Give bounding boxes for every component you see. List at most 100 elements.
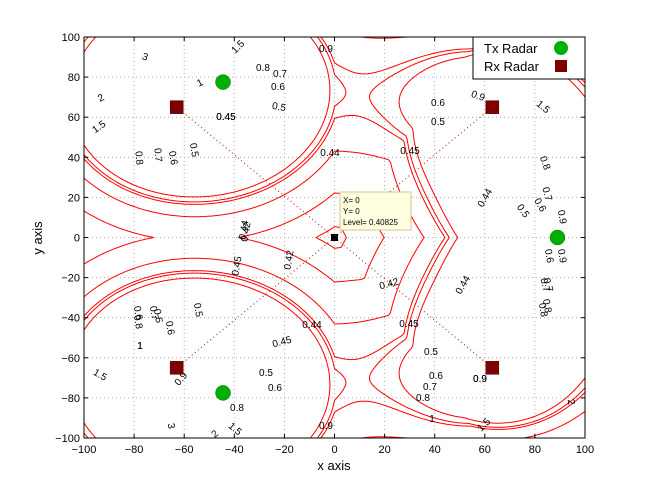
contour-label: 0.42	[378, 277, 400, 293]
contour-label: 0.9	[473, 374, 487, 385]
contour-label: 0.6	[166, 150, 179, 166]
datatip-x: X= 0	[343, 196, 360, 205]
contour-label: 0.5	[151, 308, 164, 324]
contour-line-0.44	[84, 37, 585, 438]
contour-label: 0.9	[319, 421, 333, 432]
legend-tx-marker	[554, 41, 568, 55]
contour-lines	[84, 37, 585, 438]
tx-radar-marker	[215, 74, 231, 90]
y-tick-label: 40	[68, 152, 80, 164]
contour-label: 0.44	[237, 219, 251, 241]
y-tick-label: −80	[61, 393, 80, 405]
contour-label: 0.9	[469, 89, 486, 104]
x-tick-label: −100	[72, 444, 97, 456]
contour-label: 0.9	[319, 44, 333, 55]
y-tick-label: 80	[68, 72, 80, 84]
x-tick-label: 60	[479, 444, 491, 456]
contour-label: 0.8	[256, 63, 270, 74]
contour-label: 2	[96, 92, 107, 105]
contour-label: 0.5	[259, 368, 273, 379]
x-tick-label: 80	[529, 444, 541, 456]
contour-label: 3	[140, 51, 149, 63]
contour-label: 0.7	[147, 305, 160, 321]
contour-label: 1	[195, 77, 205, 90]
datatip-y: Y= 0	[343, 207, 360, 216]
contour-label: 0.6	[271, 82, 285, 93]
x-tick-label: −60	[175, 444, 194, 456]
contour-label: 0.45	[400, 146, 420, 157]
y-tick-label: −40	[61, 313, 80, 325]
contour-label: 0.8	[540, 298, 553, 314]
x-tick-label: 40	[429, 444, 441, 456]
contour-label: 0.6	[542, 248, 555, 264]
x-tick-label: −40	[225, 444, 244, 456]
x-tick-label: −80	[125, 444, 144, 456]
contour-label: 0.45	[230, 255, 244, 277]
x-tick-label: 100	[576, 444, 594, 456]
y-tick-label: 20	[68, 192, 80, 204]
contour-label: 0.9	[555, 248, 568, 264]
x-tick-label: −20	[275, 444, 294, 456]
contour-label: 1	[137, 341, 143, 352]
rx-radar-marker	[485, 100, 500, 114]
contour-label: 0.42	[239, 221, 253, 243]
contour-label: 0.5	[431, 117, 445, 128]
y-axis-label: y axis	[30, 221, 45, 255]
y-tick-label: 100	[62, 32, 80, 44]
radar-markers	[169, 74, 566, 401]
contour-label: 0.8	[536, 302, 549, 318]
rx-radar-marker	[169, 361, 184, 375]
contour-group	[84, 37, 585, 438]
contour-label: 0.44	[302, 320, 322, 331]
contour-label: 0.7	[540, 277, 554, 294]
y-tick-label: 0	[74, 233, 80, 245]
contour-label: 0.8	[537, 155, 552, 172]
contour-label: 0.7	[273, 69, 287, 80]
contour-label: 0.5	[187, 142, 200, 158]
tx-radar-marker	[215, 385, 231, 401]
datatip-level: Level= 0.40825	[343, 218, 398, 227]
contour-label: 0.9	[555, 209, 568, 225]
rx-radar-marker	[485, 361, 500, 375]
contour-label: 0.7	[423, 382, 437, 393]
contour-label: 0.45	[271, 335, 293, 351]
x-tick-label: 20	[378, 444, 390, 456]
contour-label: 1	[429, 414, 435, 425]
center-marker	[331, 234, 338, 241]
y-tick-label: −100	[55, 433, 80, 445]
contour-label: 0.45	[216, 112, 236, 123]
datatip-box	[339, 191, 412, 231]
contour-label: 0.5	[424, 347, 438, 358]
contour-label: 0.44	[320, 148, 340, 159]
legend-label-tx: Tx Radar	[484, 41, 538, 56]
contour-label: 0.8	[416, 393, 430, 404]
rx-radar-marker	[169, 100, 184, 114]
contour-label: 3	[165, 422, 177, 430]
contour-label: 0.45	[216, 112, 236, 123]
contour-label: 0.6	[431, 98, 445, 109]
y-tick-label: −60	[61, 353, 80, 365]
contour-label: 0.5	[191, 302, 204, 318]
contour-label: 0.6	[268, 383, 282, 394]
contour-labels: 0.91.5310.80.70.60.90.60.50.50.451.50.80…	[90, 38, 576, 440]
legend-label-rx: Rx Radar	[484, 59, 540, 74]
x-tick-label: 0	[331, 444, 337, 456]
datatip[interactable]: X= 0 Y= 0 Level= 0.40825	[339, 191, 412, 231]
x-axis-label: x axis	[317, 458, 351, 473]
contour-label: 0.5	[271, 101, 287, 114]
contour-label: 0.9	[473, 374, 487, 385]
contour-label: 0.7	[537, 277, 551, 294]
tx-radar-marker	[549, 229, 566, 246]
y-tick-label: −20	[61, 273, 80, 285]
contour-label: 0.7	[151, 148, 163, 163]
contour-label: 2	[565, 398, 577, 406]
contour-label: 0.7	[539, 186, 553, 203]
legend: Tx Radar Rx Radar	[472, 36, 586, 80]
contour-label: 0.6	[131, 305, 144, 321]
legend-rx-marker	[555, 60, 567, 72]
contour-label: 0.6	[429, 371, 443, 382]
